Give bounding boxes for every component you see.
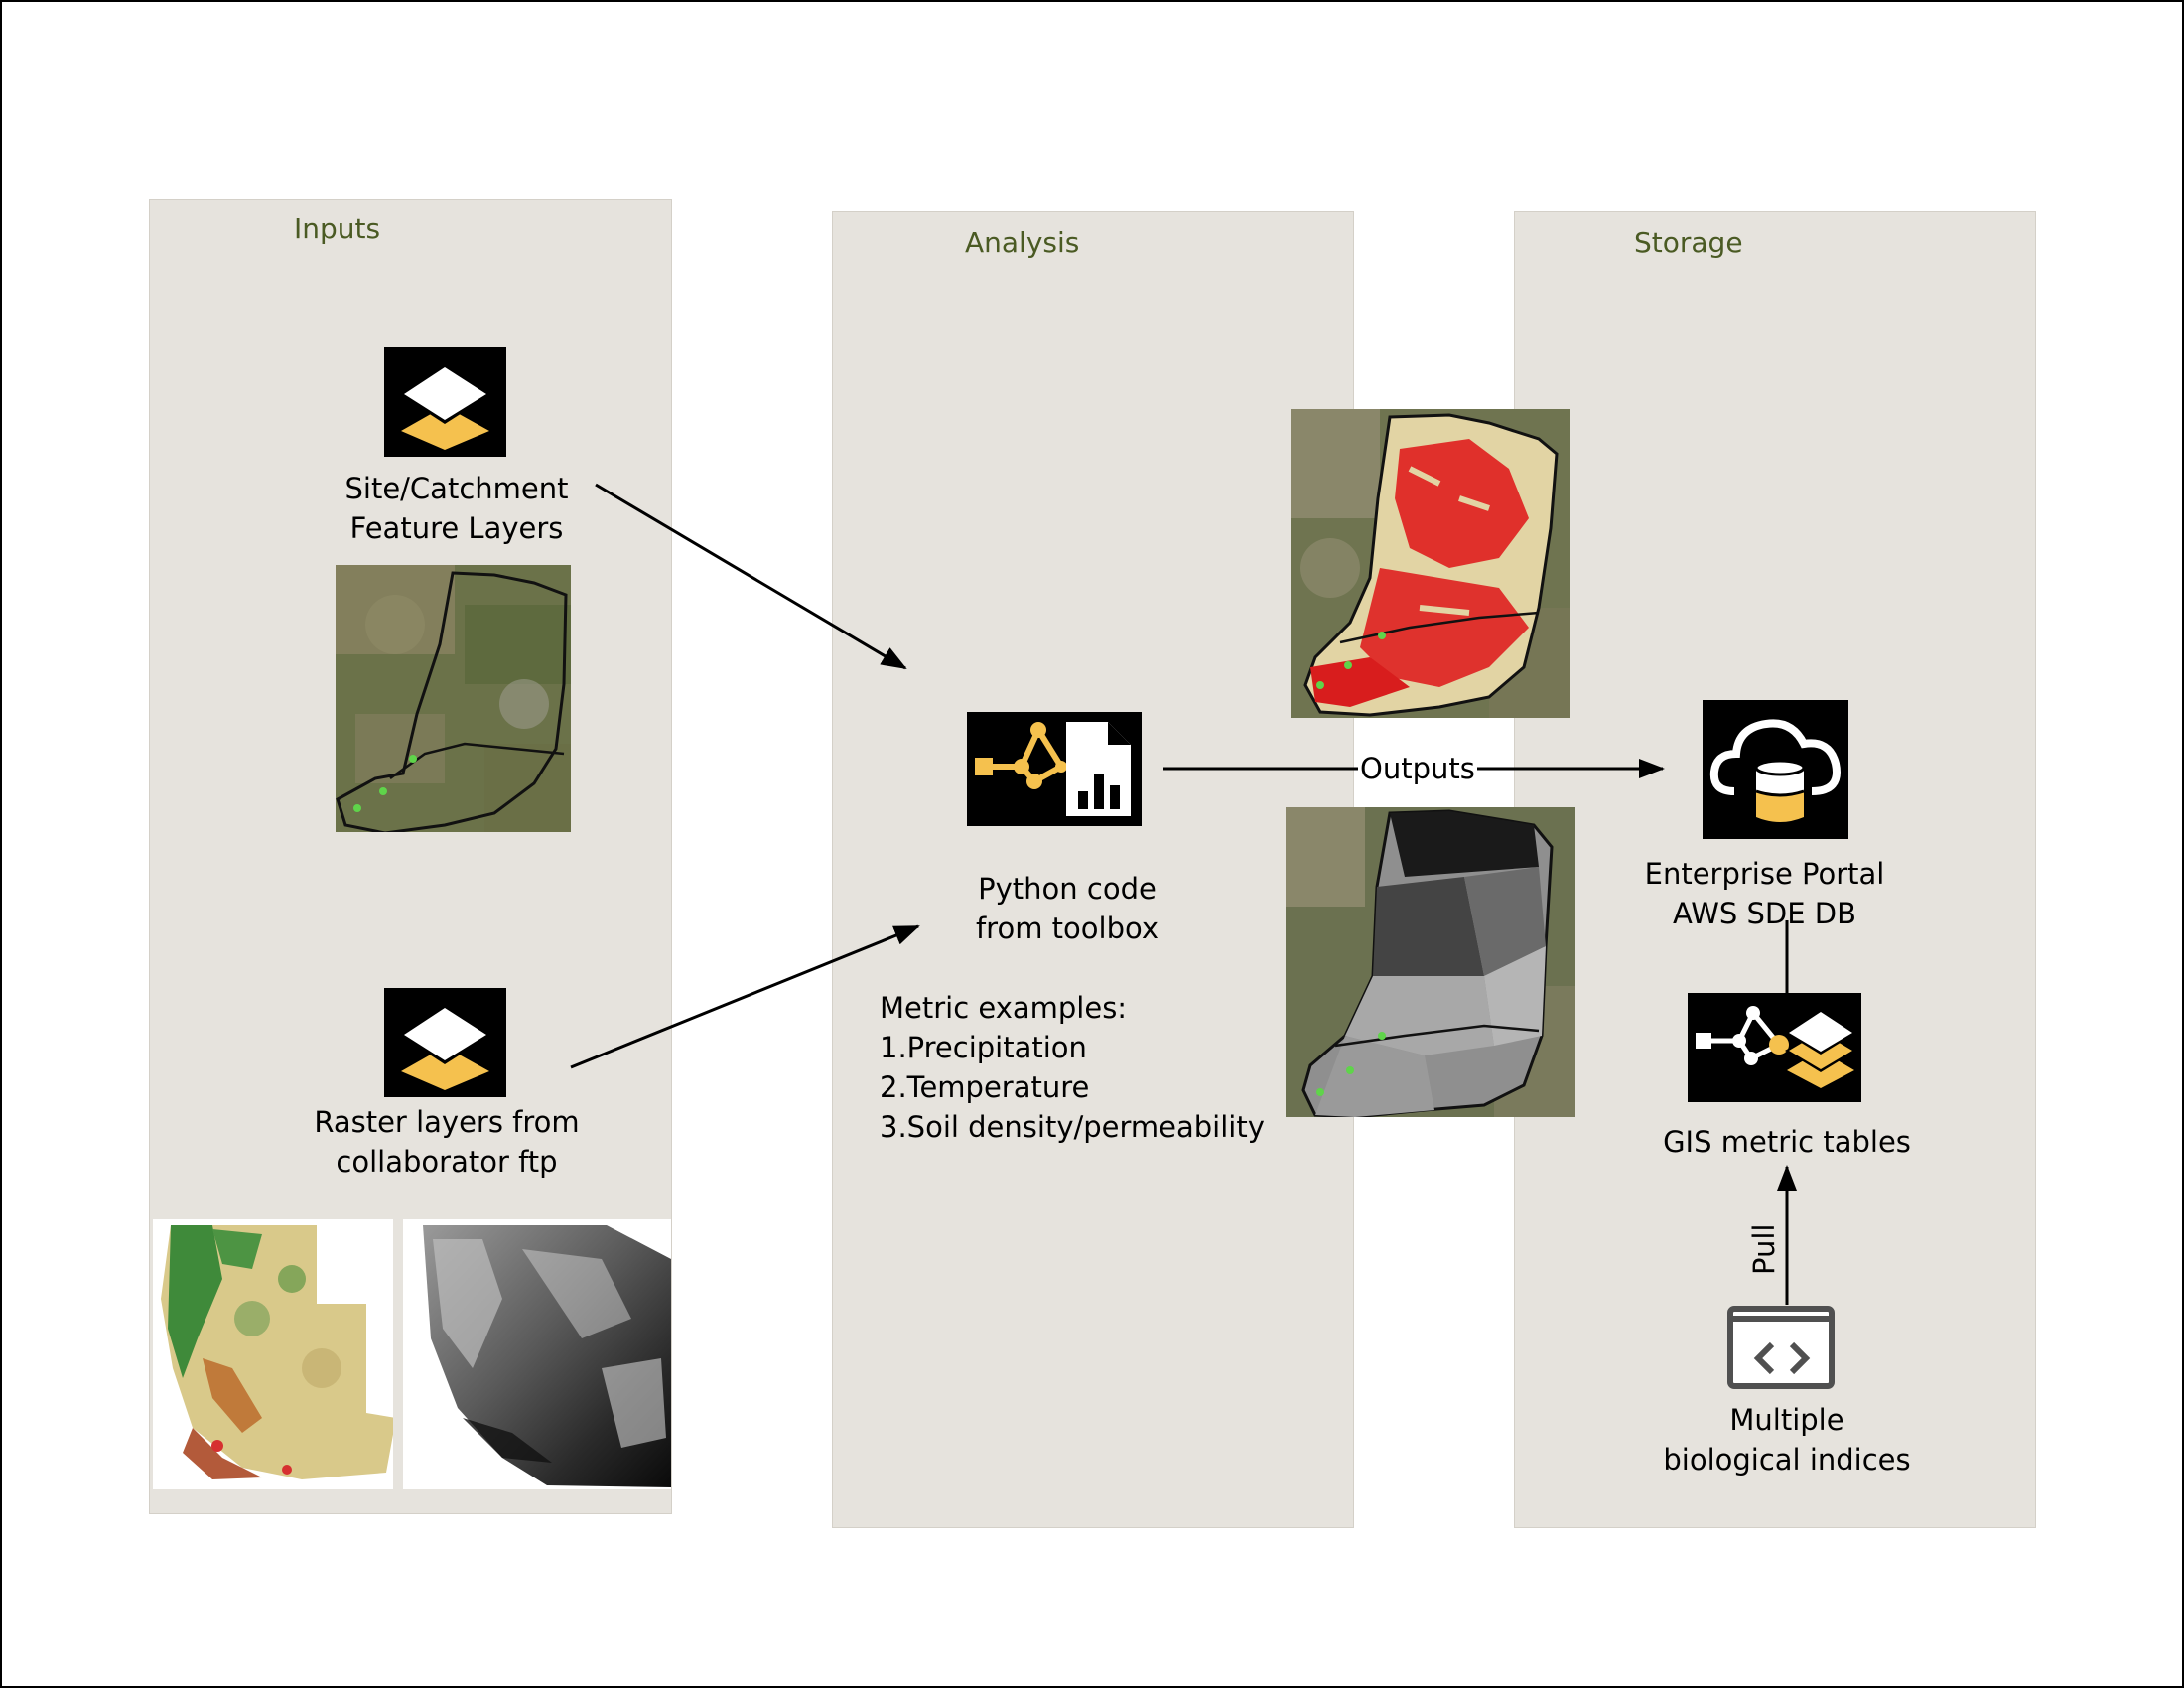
analysis-title: Analysis: [965, 226, 1080, 259]
portal-label-2: AWS SDE DB: [1672, 897, 1857, 930]
model-report-icon: [967, 712, 1142, 826]
cloud-database-icon: [1703, 700, 1848, 839]
inputs-title: Inputs: [294, 212, 381, 245]
tool-label-2: from toolbox: [975, 912, 1160, 945]
analysis-panel: [832, 211, 1354, 1528]
pull-label: Pull: [1747, 1223, 1781, 1275]
outputs-label: Outputs: [1358, 751, 1477, 786]
indices-label-1: Multiple: [1729, 1403, 1844, 1437]
portal-label-1: Enterprise Portal: [1644, 857, 1885, 891]
raster-label-2: collaborator ftp: [336, 1145, 558, 1179]
output-map-gray-image: [1286, 807, 1575, 1117]
storage-title: Storage: [1634, 226, 1743, 259]
landcover-raster-image: [153, 1219, 393, 1489]
layers-icon: [384, 347, 506, 457]
raster-label-1: Raster layers from: [314, 1105, 580, 1139]
feature-label-2: Feature Layers: [349, 511, 564, 545]
metric-examples: Metric examples: 1.Precipitation 2.Tempe…: [880, 988, 1265, 1147]
indices-label-2: biological indices: [1663, 1443, 1911, 1477]
metrics-heading: Metric examples:: [880, 991, 1128, 1025]
model-layers-icon: [1688, 993, 1861, 1102]
metric-item: 3.Soil density/permeability: [880, 1110, 1265, 1144]
catchment-map-image: [336, 565, 571, 832]
tool-label-1: Python code: [978, 872, 1157, 906]
tables-label: GIS metric tables: [1663, 1125, 1911, 1159]
output-map-red-image: [1291, 409, 1570, 718]
metric-item: 1.Precipitation: [880, 1031, 1087, 1064]
layers-icon: [384, 988, 506, 1097]
feature-label-1: Site/Catchment: [344, 472, 569, 505]
metric-item: 2.Temperature: [880, 1070, 1090, 1104]
grayscale-raster-image: [403, 1219, 671, 1489]
code-window-icon: [1726, 1305, 1836, 1390]
